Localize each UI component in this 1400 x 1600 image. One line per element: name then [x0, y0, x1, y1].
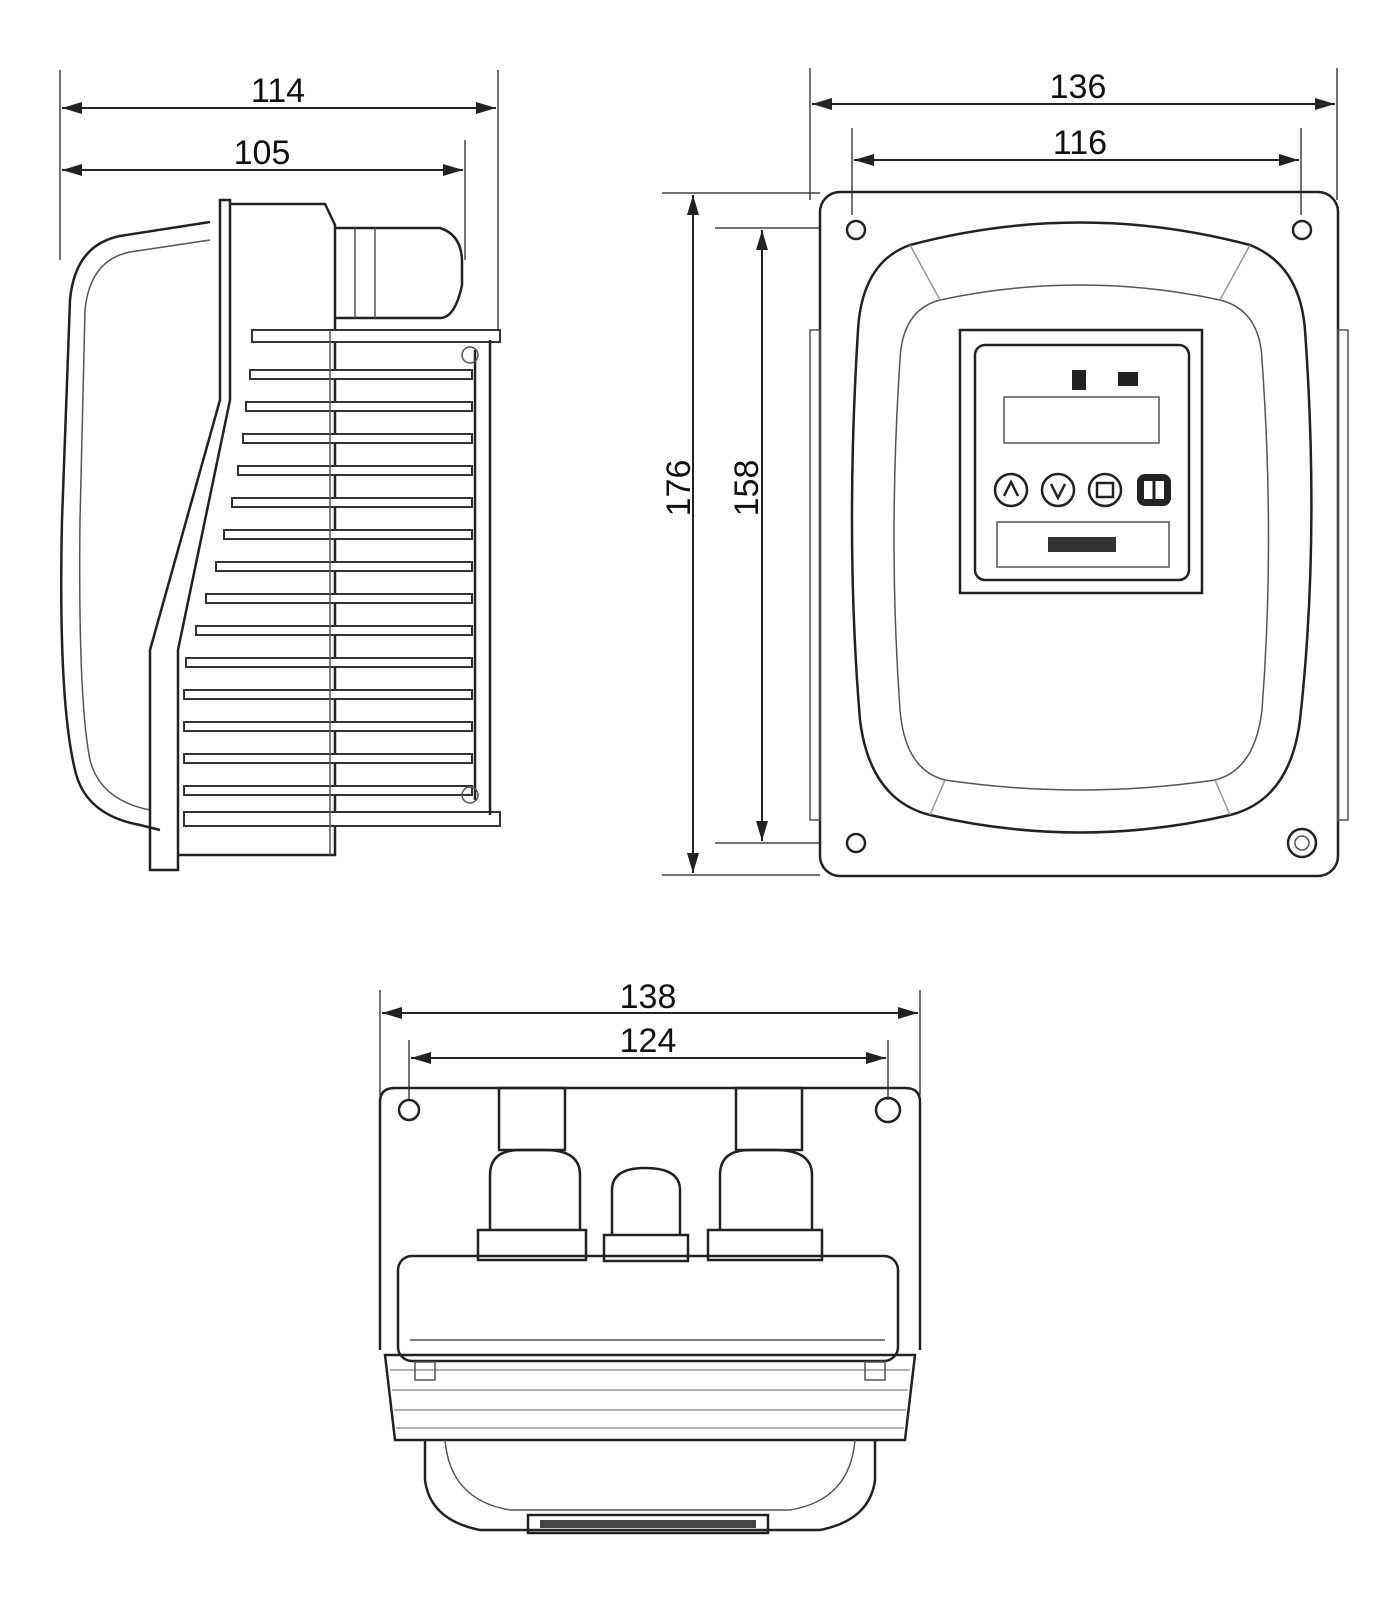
down-button[interactable] [1040, 472, 1076, 508]
mounting-hole-icon [845, 219, 867, 241]
front-cover [850, 221, 1313, 834]
mounting-hole-icon [1291, 219, 1313, 241]
indicator-power-icon [1118, 372, 1138, 386]
side-ribs [809, 329, 1349, 821]
dimension-label-136: 136 [1050, 68, 1107, 106]
up-button[interactable] [993, 472, 1029, 508]
mode-button[interactable] [1087, 472, 1123, 508]
dimension-label-158: 158 [728, 460, 766, 517]
dimension-label-114: 114 [251, 72, 305, 110]
bottom-view: 138 124 [378, 978, 922, 1535]
cover-body [396, 1254, 900, 1363]
dimension-label-138: 138 [620, 978, 677, 1016]
panel-label-plate [996, 521, 1170, 568]
mounting-hole-icon [874, 1096, 902, 1124]
dimension-label-105: 105 [234, 134, 291, 172]
cable-gland [335, 226, 464, 320]
control-panel-frame [958, 328, 1204, 595]
dimension-label-124: 124 [620, 1022, 677, 1060]
display-screen [1003, 396, 1160, 444]
panel-label-logo [1048, 537, 1116, 552]
front-cover-bottom [423, 1440, 877, 1532]
mounting-plate-edge [378, 1086, 922, 1350]
dimension-label-116: 116 [1053, 124, 1107, 162]
cable-gland-left [476, 1086, 588, 1262]
heat-sink [383, 1353, 917, 1442]
set-button[interactable] [1137, 474, 1171, 506]
cable-slot [526, 1513, 770, 1535]
mounting-hole-icon [845, 832, 867, 854]
cable-gland-center [602, 1166, 690, 1263]
housing-flange [148, 198, 232, 872]
heat-sink-fins [183, 329, 501, 827]
mounting-plate [818, 190, 1340, 878]
front-view: 136 116 176 158 [660, 68, 1349, 878]
front-cover-outline [59, 220, 211, 832]
side-view: 114 105 [59, 70, 501, 872]
mounting-hole-icon [397, 1098, 421, 1122]
mounting-hole-icon [1286, 827, 1318, 859]
control-panel [973, 343, 1191, 582]
cable-gland-right [706, 1086, 824, 1262]
dimension-label-176: 176 [660, 460, 698, 517]
indicator-lock-icon [1072, 370, 1086, 390]
